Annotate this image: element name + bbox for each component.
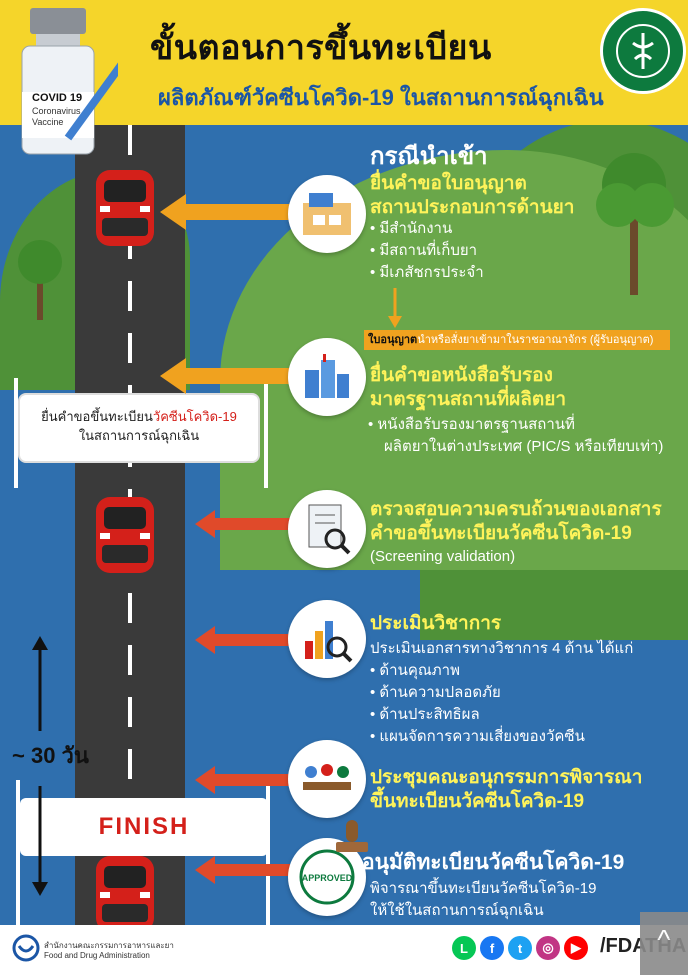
banner-post [264, 378, 268, 488]
vaccine-vial-icon [21, 8, 118, 155]
finish-post [16, 780, 20, 930]
step2-title-1: ยื่นคำขอหนังสือรับรอง [370, 365, 553, 386]
duration-label: ~ 30 วัน [12, 743, 89, 768]
step6-line-2: ให้ใช้ในสถานการณ์ฉุกเฉิน [370, 902, 544, 919]
meeting-icon [288, 740, 366, 818]
step4-item: ด้านประสิทธิผล [370, 704, 479, 726]
arrow-down-icon [388, 288, 402, 328]
license-bar-text: นำหรือสั่งยาเข้ามาในราชอาณาจักร (ผู้รับอ… [417, 334, 654, 346]
vaccine-label-line2: Coronavirus [32, 106, 81, 116]
import-case-heading: กรณีนำเข้า [370, 143, 488, 170]
car-icon [96, 856, 154, 932]
arrow-left-icon [195, 766, 290, 794]
fda-logo-icon [12, 934, 40, 962]
instagram-icon[interactable]: ◎ [536, 936, 560, 960]
arrow-left-icon [160, 358, 290, 394]
chart-search-icon [288, 600, 366, 678]
finish-post [266, 780, 270, 930]
step4-intro: ประเมินเอกสารทางวิชาการ 4 ด้าน ได้แก่ [370, 640, 634, 657]
banner-line1-red: วัคซีนโควิด-19 [152, 409, 237, 424]
scroll-to-top-button[interactable]: ^ [640, 912, 688, 975]
fda-name: สำนักงานคณะกรรมการอาหารและยา Food and Dr… [44, 941, 174, 961]
step5-title-2: ขึ้นทะเบียนวัคซีนโควิด-19 [370, 791, 585, 812]
banner-line2: ในสถานการณ์ฉุกเฉิน [78, 428, 200, 443]
step2-item-2: ผลิตยาในต่างประเทศ (PIC/S หรือเทียบเท่า) [384, 438, 664, 455]
registration-banner: ยื่นคำขอขึ้นทะเบียนวัคซีนโควิด-19 ในสถาน… [18, 393, 260, 463]
fda-name-th: สำนักงานคณะกรรมการอาหารและยา [44, 941, 174, 950]
arrow-left-icon [195, 856, 290, 884]
car-icon [96, 170, 154, 246]
arrow-left-icon [160, 194, 290, 230]
step3-title-1: ตรวจสอบความครบถ้วนของเอกสาร [370, 499, 662, 520]
factory-icon [288, 338, 366, 416]
step4-title: ประเมินวิชาการ [370, 613, 502, 634]
stamp-text: APPROVED [302, 873, 353, 883]
step4-item: ด้านคุณภาพ [370, 660, 460, 682]
step4-item: ด้านความปลอดภัย [370, 682, 500, 704]
step1-item: มีสำนักงาน [370, 218, 452, 240]
step6-title: อนุมัติทะเบียนวัคซีนโควิด-19 [362, 851, 625, 874]
step6-line-1: พิจารณาขึ้นทะเบียนวัคซีนโควิด-19 [370, 880, 597, 897]
banner-post [14, 378, 18, 488]
vaccine-label-line1: COVID 19 [32, 92, 83, 104]
title-band [0, 0, 688, 125]
step5-title-1: ประชุมคณะอนุกรรมการพิจารณา [370, 767, 643, 788]
facebook-icon[interactable]: f [480, 936, 504, 960]
step1-title-1: ยื่นคำขอใบอนุญาต [370, 173, 527, 194]
step1-item: มีสถานที่เก็บยา [370, 240, 477, 262]
banner-line1-prefix: ยื่นคำขอขึ้นทะเบียน [41, 409, 153, 424]
tree-icon [18, 240, 62, 320]
arrow-left-icon [195, 626, 290, 654]
finish-banner: FINISH [20, 798, 268, 856]
license-bar-prefix: ใบอนุญาต [368, 334, 418, 346]
vaccine-label-line3: Vaccine [32, 117, 64, 127]
arrow-left-icon [195, 510, 290, 538]
twitter-icon[interactable]: t [508, 936, 532, 960]
rubber-stamp-icon [336, 820, 368, 852]
page-title: ขั้นตอนการขึ้นทะเบียน [150, 29, 492, 67]
fda-name-en: Food and Drug Administration [44, 951, 150, 960]
line-icon[interactable]: L [452, 936, 476, 960]
ministry-emblem-icon [600, 8, 686, 94]
timeline-arrow-icon [32, 636, 48, 896]
youtube-icon[interactable]: ▶ [564, 936, 588, 960]
step3-title-2: คำขอขึ้นทะเบียนวัคซีนโควิด-19 [370, 523, 632, 544]
document-search-icon [288, 490, 366, 568]
step1-item: มีเภสัชกรประจำ [370, 262, 483, 284]
step4-item: แผนจัดการความเสี่ยงของวัคซีน [370, 726, 584, 748]
step3-note: (Screening validation) [370, 548, 516, 565]
step2-title-2: มาตรฐานสถานที่ผลิตยา [370, 389, 567, 410]
office-icon [288, 175, 366, 253]
tree-icon [596, 153, 674, 295]
step1-title-2: สถานประกอบการด้านยา [370, 197, 575, 218]
step2-item-1: หนังสือรับรองมาตรฐานสถานที่ [368, 414, 574, 436]
page-subtitle: ผลิตภัณฑ์วัคซีนโควิด-19 ในสถานการณ์ฉุกเฉ… [158, 85, 604, 110]
car-icon [96, 497, 154, 573]
license-bar: ใบอนุญาตนำหรือสั่งยาเข้ามาในราชอาณาจักร … [364, 330, 670, 350]
